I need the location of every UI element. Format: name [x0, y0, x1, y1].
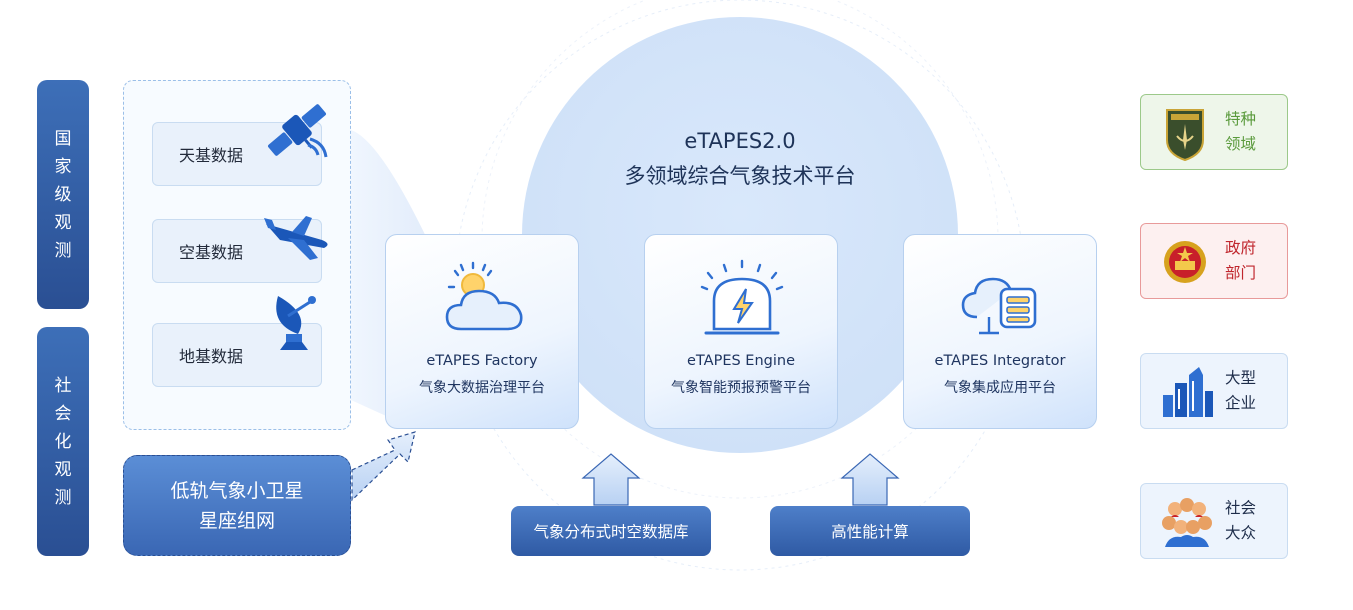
integrator-card: eTAPES Integrator 气象集成应用平台: [903, 234, 1097, 429]
user-ent-l2: 企业: [1225, 394, 1257, 412]
bar-char: 测: [54, 487, 72, 508]
user-government-label: 政府 部门: [1225, 236, 1256, 286]
user-enterprise-label: 大型 企业: [1225, 366, 1256, 416]
factory-name: eTAPES Factory: [426, 353, 538, 369]
satellite-icon: [268, 104, 328, 158]
satellite-line2: 星座组网: [198, 509, 275, 532]
bar-char: 测: [54, 240, 72, 261]
space-data-label: 天基数据: [179, 146, 244, 165]
factory-card: eTAPES Factory 气象大数据治理平台: [385, 234, 579, 429]
user-public-label: 社会 大众: [1225, 496, 1256, 546]
integrator-desc: 气象集成应用平台: [944, 380, 1056, 396]
user-ent-l1: 大型: [1225, 369, 1257, 387]
bar-char: 会: [54, 403, 72, 424]
bar-char: 社: [54, 375, 72, 396]
bar-char: 观: [54, 459, 72, 480]
satellite-constellation-box: 低轨气象小卫星 星座组网: [123, 455, 351, 556]
user-pub-l2: 大众: [1225, 524, 1257, 542]
airplane-icon: [264, 216, 328, 260]
user-special-field: 特种 领域: [1140, 94, 1288, 170]
platform-title: eTAPES2.0: [684, 129, 796, 153]
national-emblem-icon: [1164, 241, 1206, 283]
user-gov-l2: 部门: [1225, 264, 1257, 282]
engine-name: eTAPES Engine: [687, 353, 795, 369]
hpc-up-arrow: [840, 453, 900, 506]
bar-char: 化: [54, 431, 72, 452]
user-public: 社会 大众: [1140, 483, 1288, 559]
distributed-db-box: 气象分布式时空数据库: [511, 506, 711, 556]
national-observation-bar: 国 家 级 观 测: [37, 80, 89, 309]
bar-char: 家: [54, 156, 72, 177]
bar-char: 国: [54, 128, 72, 149]
ground-data-box: 地基数据: [152, 323, 322, 387]
satellite-arrow: [351, 431, 416, 502]
factory-desc: 气象大数据治理平台: [419, 380, 545, 396]
user-special-l2: 领域: [1225, 135, 1257, 153]
air-data-box: 空基数据: [152, 219, 322, 283]
engine-card: eTAPES Engine 气象智能预报预警平台: [644, 234, 838, 429]
bar-char: 级: [54, 184, 72, 205]
army-badge-icon: [1166, 109, 1204, 162]
user-pub-l1: 社会: [1225, 499, 1257, 517]
satellite-line1: 低轨气象小卫星: [170, 479, 304, 502]
cloud-server-icon: [961, 277, 1037, 335]
alarm-lightning-icon: [700, 259, 784, 335]
engine-desc: 气象智能预报预警平台: [671, 380, 811, 396]
bar-char: 观: [54, 212, 72, 233]
platform-subtitle: 多领域综合气象技术平台: [624, 164, 856, 188]
air-data-label: 空基数据: [179, 243, 244, 262]
db-up-arrow: [581, 453, 641, 506]
user-government: 政府 部门: [1140, 223, 1288, 299]
ground-data-label: 地基数据: [179, 347, 244, 366]
user-special-label: 特种 领域: [1225, 107, 1256, 157]
buildings-icon: [1163, 367, 1213, 417]
hpc-box: 高性能计算: [770, 506, 970, 556]
user-enterprise: 大型 企业: [1140, 353, 1288, 429]
user-gov-l1: 政府: [1225, 239, 1257, 257]
user-special-l1: 特种: [1225, 110, 1257, 128]
social-observation-bar: 社 会 化 观 测: [37, 327, 89, 556]
crowd-icon: [1162, 498, 1212, 547]
radar-dish-icon: [276, 296, 316, 350]
sun-cloud-icon: [445, 261, 523, 331]
integrator-name: eTAPES Integrator: [934, 353, 1066, 369]
